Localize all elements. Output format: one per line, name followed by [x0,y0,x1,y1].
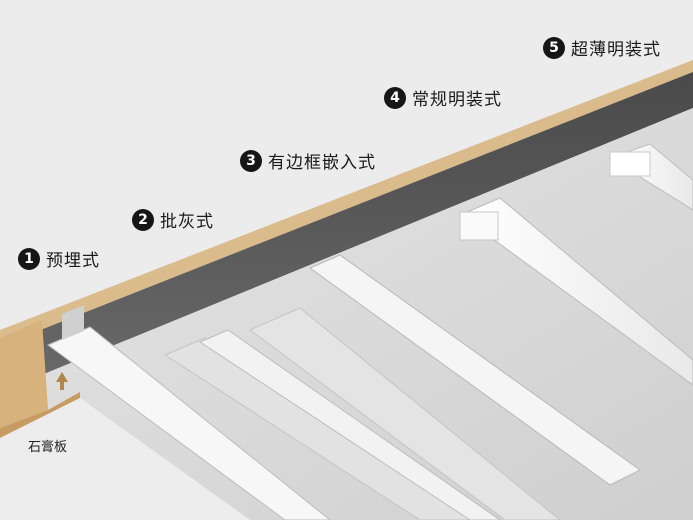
up-arrow-stem [60,382,64,390]
gypsum-board [0,398,250,520]
profile-4-surface [458,197,693,386]
label-text: 批灰式 [160,212,214,232]
wood-edge-strip [0,60,693,346]
number-badge: 1 [18,247,40,270]
number-badge: 5 [543,36,565,59]
profile-5-end-cap [609,151,651,177]
label-embedded: 1 预埋式 [18,246,100,271]
number-badge: 2 [132,208,154,231]
wood-board-edge [0,392,80,438]
profile-1-end [62,305,84,340]
gypsum-board-label: 石膏板 [28,440,68,455]
profile-4-end-cap [459,211,499,241]
label-text: 超薄明装式 [571,40,661,60]
profile-3-flange [249,307,561,520]
profile-2-plaster-fins [163,337,471,520]
label-framed-recessed: 3 有边框嵌入式 [240,148,376,173]
wood-board-side [0,320,48,428]
label-surface-mounted: 4 常规明装式 [384,85,502,110]
profile-3-framed [308,254,641,486]
label-text: 常规明装式 [412,90,502,110]
number-badge: 3 [240,149,262,172]
label-ultrathin: 5 超薄明装式 [543,35,661,60]
number-badge: 4 [384,86,406,109]
ceiling-cavity-band [0,72,693,392]
up-arrow-icon [56,372,68,382]
profile-2-channel [198,329,501,520]
label-text: 有边框嵌入式 [268,153,376,173]
label-plaster: 2 批灰式 [132,207,214,232]
label-text: 预埋式 [46,251,100,271]
